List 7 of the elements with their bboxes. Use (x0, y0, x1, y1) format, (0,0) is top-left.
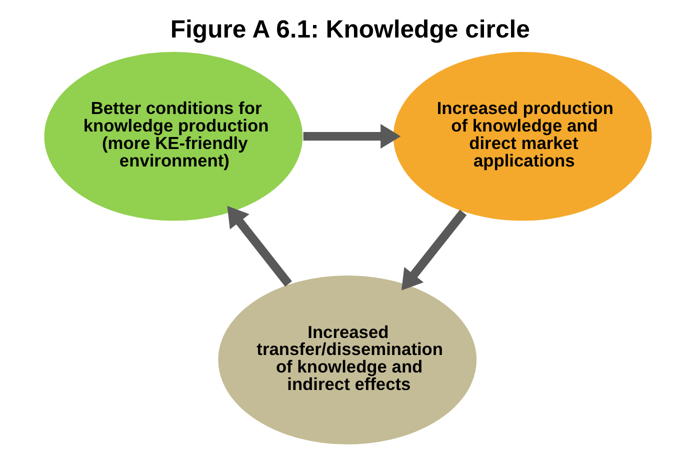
diagram-title: Figure A 6.1: Knowledge circle (170, 16, 530, 44)
arrow (302, 124, 400, 148)
node-ellipse: Increased production of knowledge and direct market applications (392, 50, 652, 222)
arrow (226, 205, 292, 286)
node-ellipse: Increased transfer/dissemination of knowledge and indirect effects (216, 274, 478, 446)
arrow (400, 209, 466, 290)
node-ellipse: Better conditions for knowledge production (more KE-friendly environment) (42, 50, 304, 222)
